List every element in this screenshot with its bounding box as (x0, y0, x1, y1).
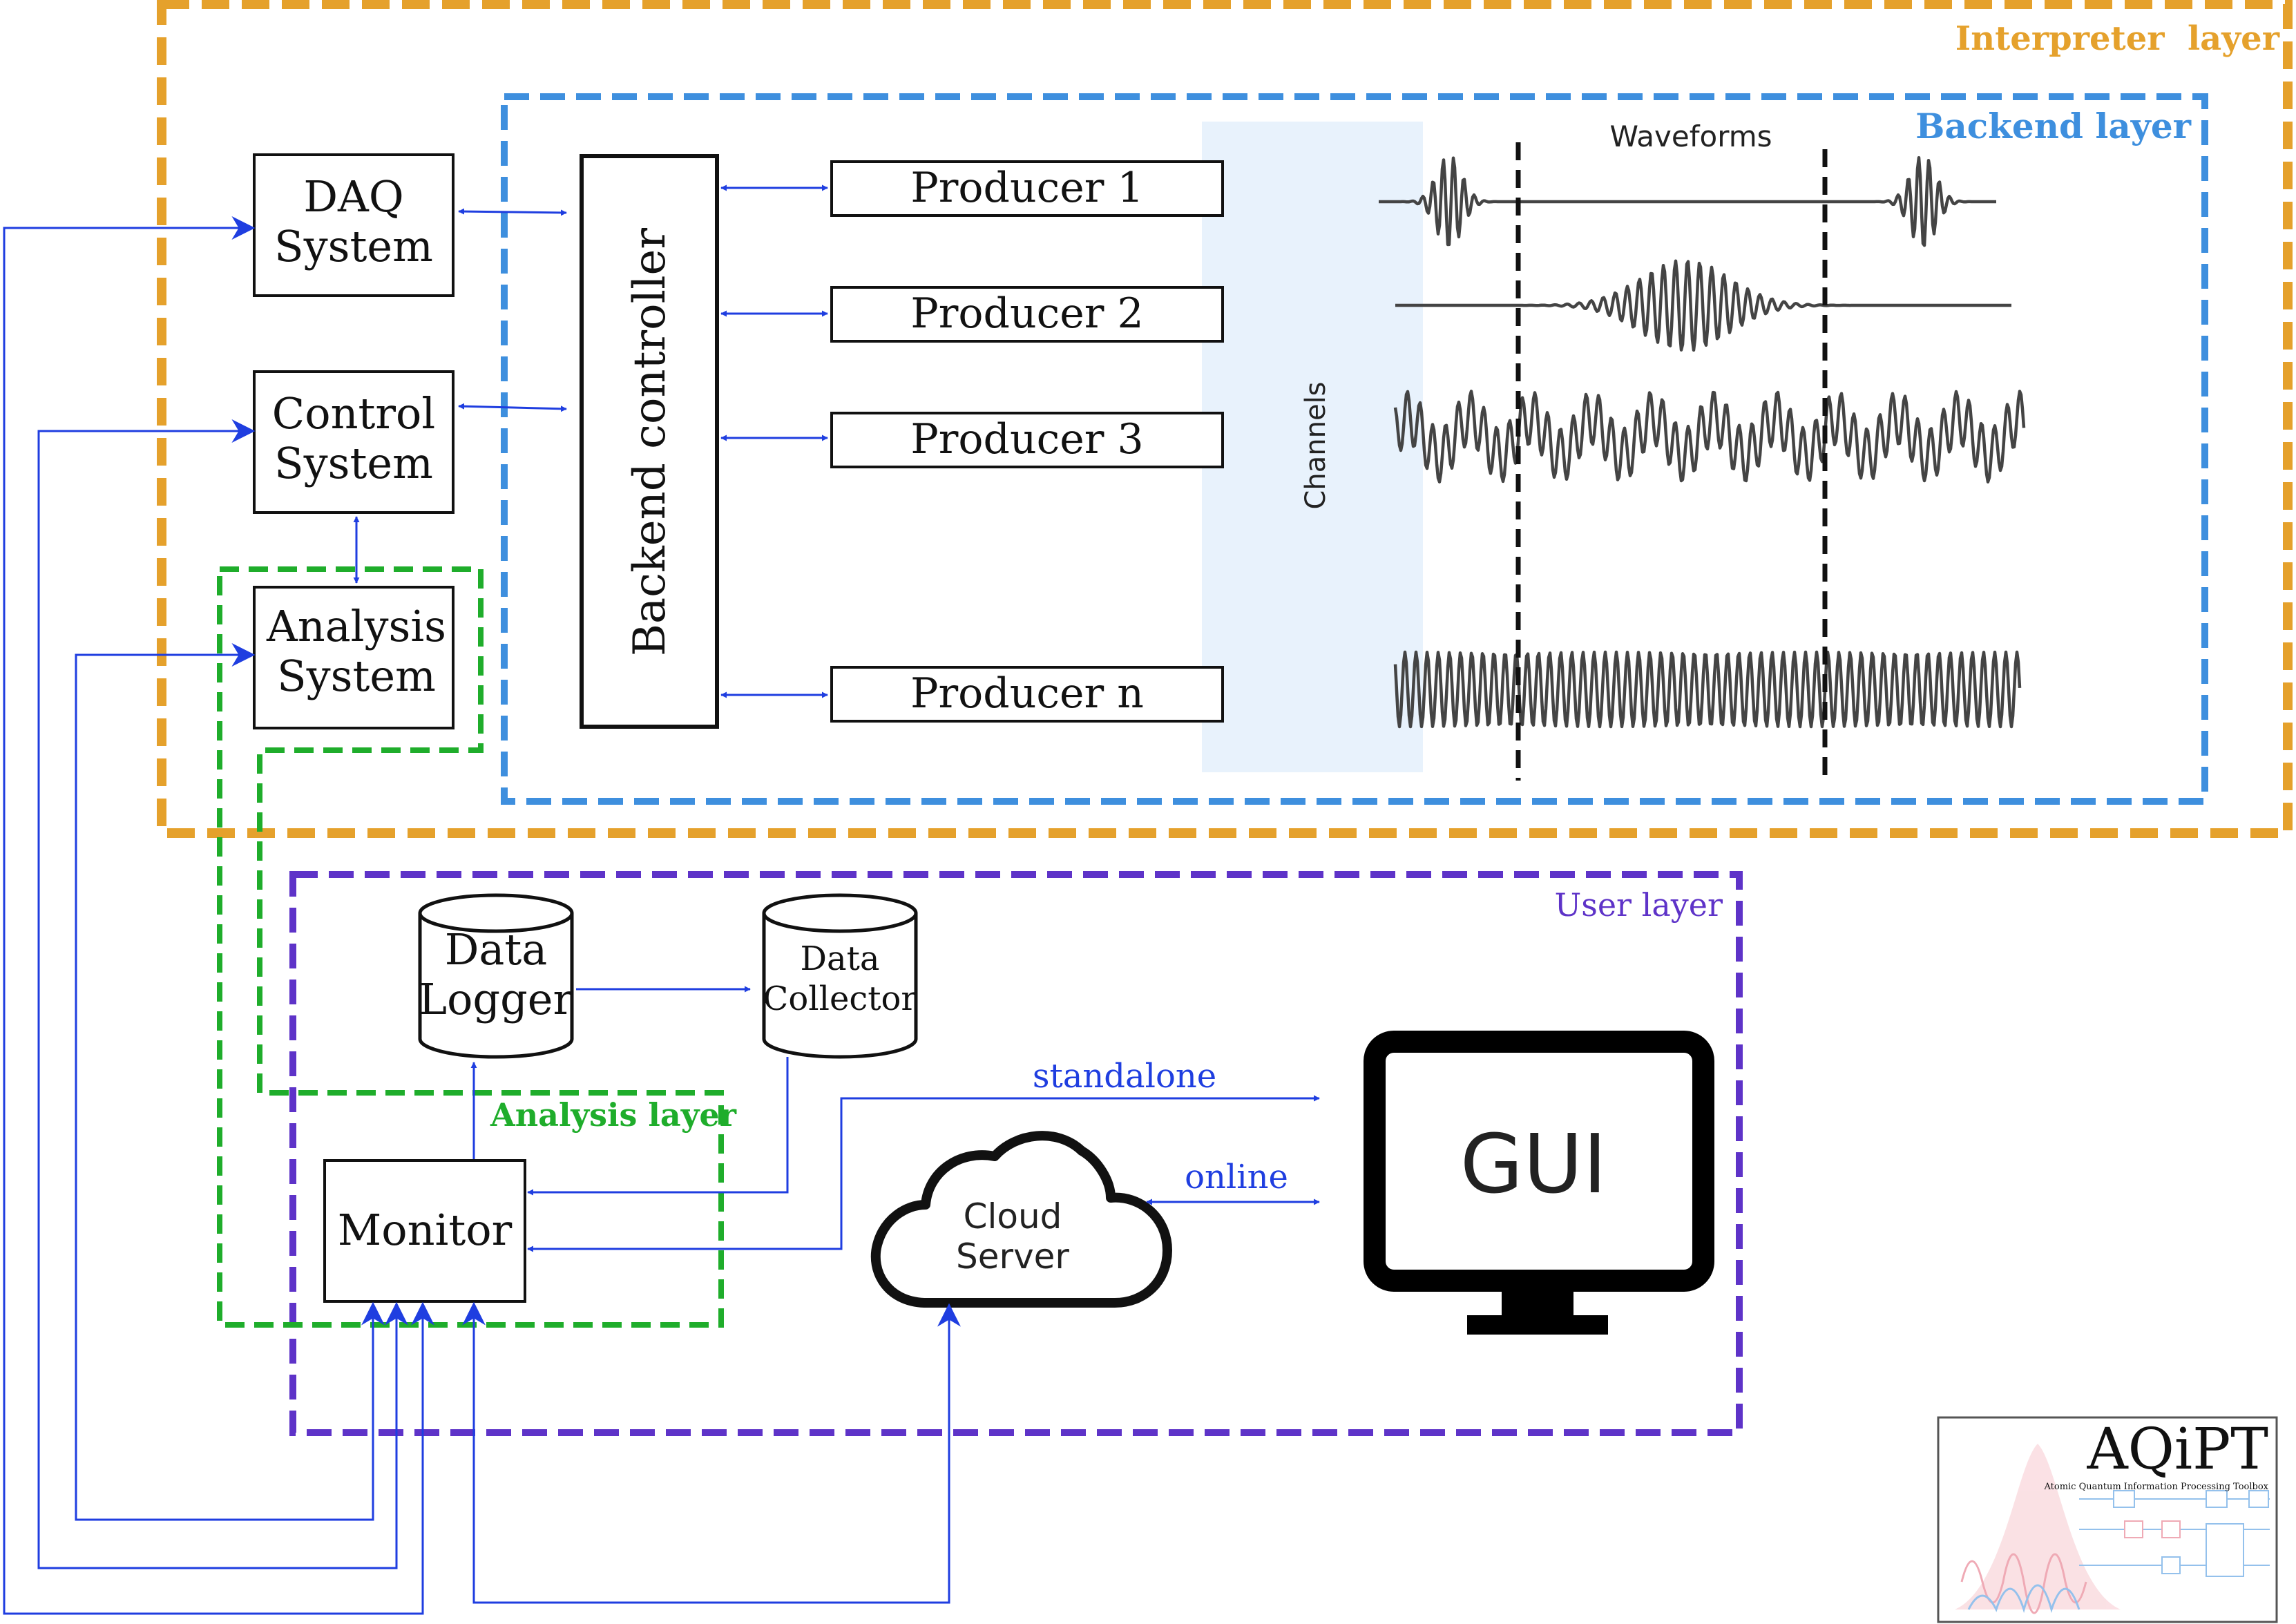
producer-3-label: Producer 3 (910, 415, 1143, 464)
daq-system-line2: System (274, 221, 433, 271)
online-label: online (1185, 1158, 1288, 1196)
data-logger-line2: Logger (419, 974, 574, 1024)
logo-title: AQiPT (2086, 1417, 2268, 1482)
aqipt-logo: AQiPT Atomic Quantum Information Process… (1937, 1416, 2278, 1623)
producer-2-label: Producer 2 (910, 289, 1143, 338)
control-system-line2: System (274, 438, 433, 488)
waveforms-label: Waveforms (1609, 120, 1772, 153)
logo-subtitle: Atomic Quantum Information Processing To… (2043, 1482, 2268, 1492)
cloud-server-line1: Cloud (964, 1196, 1062, 1236)
channels-label: Channels (1300, 381, 1332, 509)
channels-band (1202, 122, 1423, 772)
data-collector-line1: Data (800, 939, 879, 978)
backend-controller-box: Backend controller (580, 154, 719, 729)
backend-layer: Backend layer (501, 93, 2208, 805)
loop-analysis (75, 643, 385, 1521)
user-layer-title: User layer (1554, 886, 1723, 924)
producer-1-label: Producer 1 (910, 164, 1143, 212)
analysis-layer-title: Analysis layer (490, 1096, 737, 1134)
arrow-daq-backend (458, 208, 567, 216)
loop-monitor-cloud (462, 1301, 961, 1604)
daq-system-box: DAQ System (253, 153, 455, 297)
daq-system-line1: DAQ (303, 171, 403, 222)
loop-daq (3, 216, 434, 1615)
gui-monitor[interactable]: GUI (1364, 1031, 1714, 1335)
control-system-line1: Control (272, 388, 435, 439)
data-logger-db: Data Logger (418, 893, 574, 1059)
user-layer: User layer (289, 871, 1743, 1436)
waveform-channel-n (1393, 650, 2022, 729)
loop-control (37, 419, 408, 1569)
analysis-system-box: Analysis System (253, 586, 455, 729)
producer-1-box: Producer 1 (830, 160, 1224, 217)
arrow-control-backend (458, 403, 567, 412)
producer-3-box: Producer 3 (830, 412, 1224, 468)
waveform-channel-1 (1378, 155, 1997, 247)
backend-layer-title: Backend layer (1915, 106, 2192, 146)
backend-controller-label: Backend controller (624, 228, 676, 656)
data-logger-line1: Data (445, 924, 548, 975)
data-collector-line2: Collector (763, 980, 917, 1018)
cloud-server: Cloud Server (870, 1131, 1172, 1308)
monitor-label: Monitor (338, 1205, 513, 1255)
waveform-group (1378, 155, 2026, 729)
gui-label: GUI (1460, 1116, 1607, 1212)
interpreter-layer-title: Interpreter layer (1955, 19, 2280, 58)
analysis-system-line2: System (277, 651, 436, 701)
producer-n-label: Producer n (910, 669, 1144, 718)
waveform-channel-3 (1393, 390, 2026, 484)
analysis-system-line1: Analysis (266, 601, 446, 651)
interpreter-layer: Interpreter layer (157, 0, 2293, 838)
producer-n-box: Producer n (830, 666, 1224, 723)
logo-graphic (1955, 1444, 2270, 1614)
waveform-channel-2 (1395, 259, 2012, 352)
arrow-gui-monitor-standalone (527, 1095, 1320, 1252)
standalone-label: standalone (1033, 1057, 1216, 1096)
monitor-box: Monitor (323, 1159, 526, 1303)
producer-2-box: Producer 2 (830, 286, 1224, 343)
cloud-server-line2: Server (956, 1236, 1069, 1277)
control-system-box: Control System (253, 370, 455, 514)
data-collector-db: Data Collector (762, 893, 918, 1059)
